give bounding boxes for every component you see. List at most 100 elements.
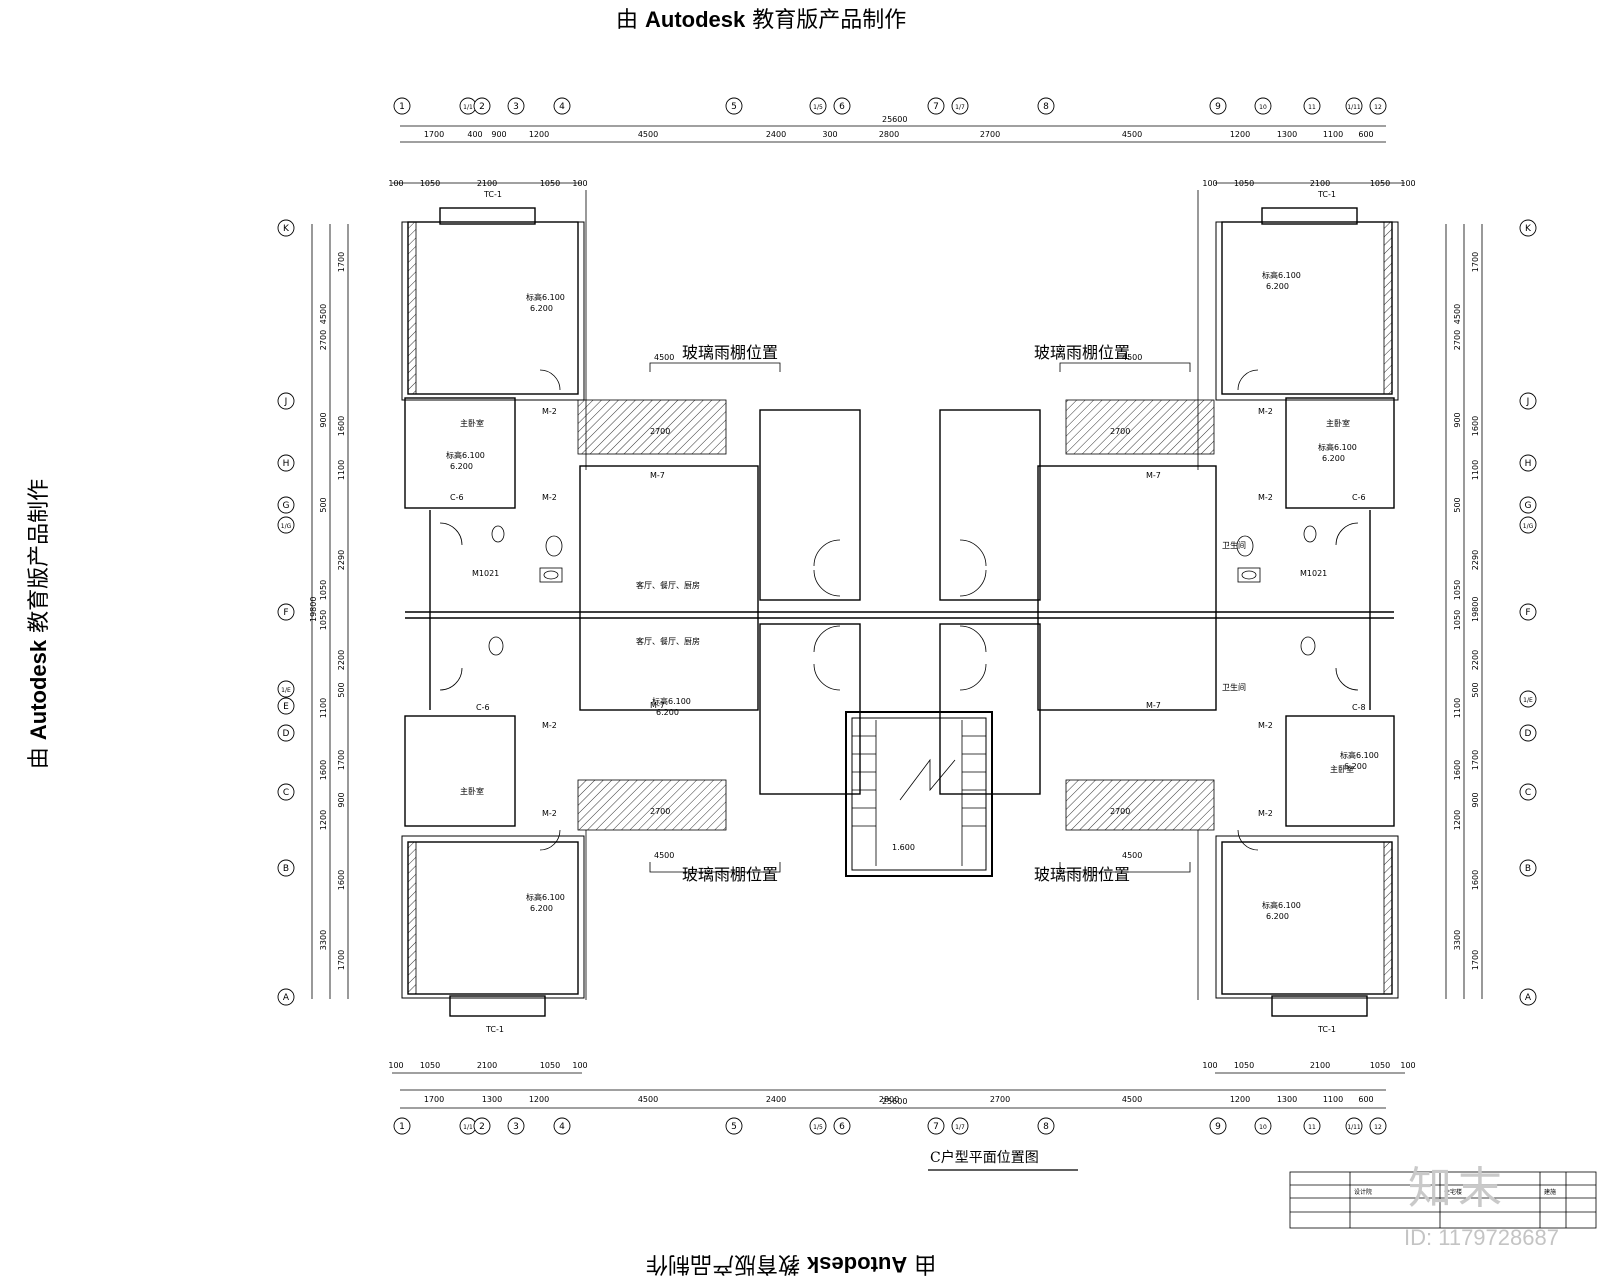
col-axis-bottom-2-circle bbox=[473, 1117, 491, 1135]
col-axis-top-8: 7 bbox=[927, 97, 945, 115]
col-axis-top-9: 1/7 bbox=[951, 97, 969, 115]
left-side-dim-19: 1700 bbox=[337, 950, 346, 970]
bedroom-label-2: 主卧室 bbox=[1326, 418, 1350, 428]
room-height-8: 6.200 bbox=[1344, 762, 1367, 771]
top-dim-4: 4500 bbox=[638, 130, 658, 139]
col-axis-top-10-label: 8 bbox=[1043, 102, 1049, 112]
left-side-dim-13: 1700 bbox=[337, 750, 346, 770]
row-axis-left-6-label: 1/E bbox=[281, 687, 291, 694]
win-dim-bl-1: 1050 bbox=[420, 1061, 440, 1070]
tag-m2-2: M-2 bbox=[1258, 407, 1273, 416]
col-axis-top-12-label: 10 bbox=[1259, 104, 1267, 111]
tag-m1021-2: M1021 bbox=[1300, 569, 1327, 578]
bottom-dim-7: 4500 bbox=[1122, 1095, 1142, 1104]
plan-small-labels: 4500 4500 4500 4500 2700 2700 2700 2700 … bbox=[446, 190, 1379, 1034]
tag-c6-3: C-6 bbox=[476, 703, 490, 712]
win-dim-br-2: 2100 bbox=[1310, 1061, 1330, 1070]
row-axis-left-2-label: H bbox=[283, 459, 290, 469]
room-elev-5: 标高6.100 bbox=[446, 450, 485, 460]
tag-m2-1: M-2 bbox=[542, 407, 557, 416]
left-side-dim-15: 900 bbox=[337, 792, 346, 807]
row-axis-left-9-circle bbox=[277, 783, 295, 801]
row-axis-right-3: G bbox=[1519, 496, 1537, 514]
row-axis-left-0-circle bbox=[277, 219, 295, 237]
top-dim-12: 1100 bbox=[1323, 130, 1343, 139]
room-elev-7: 标高6.100 bbox=[652, 696, 691, 706]
col-axis-bottom-3-circle bbox=[507, 1117, 525, 1135]
col-axis-bottom-12-circle bbox=[1254, 1117, 1272, 1135]
room-height-3: 6.200 bbox=[530, 904, 553, 913]
canopy-dim-br: 4500 bbox=[1122, 851, 1142, 860]
col-axis-bottom-5: 5 bbox=[725, 1117, 743, 1135]
top-dim-1: 400 bbox=[467, 130, 482, 139]
col-axis-bottom-11-circle bbox=[1209, 1117, 1227, 1135]
right-side-dim-0: 4500 bbox=[1453, 304, 1462, 324]
col-axis-top-3: 3 bbox=[507, 97, 525, 115]
win-dim-tl-3: 1050 bbox=[540, 179, 560, 188]
col-axis-bottom-11: 9 bbox=[1209, 1117, 1227, 1135]
col-axis-bottom-0-label: 1 bbox=[399, 1122, 405, 1132]
row-axis-left-1-label: J bbox=[284, 397, 288, 407]
tag-m7-2: M-7 bbox=[1146, 471, 1161, 480]
left-side-dim-11: 500 bbox=[337, 682, 346, 697]
row-axis-right-10-label: A bbox=[1525, 993, 1532, 1003]
row-axis-right-7: D bbox=[1519, 724, 1537, 742]
col-axis-bottom-8-circle bbox=[927, 1117, 945, 1135]
col-axis-top-1-label: 1/1 bbox=[463, 104, 473, 111]
row-axis-left-1-circle bbox=[277, 392, 295, 410]
living-label-1: 客厅、餐厅、厨房 bbox=[636, 580, 700, 590]
row-axis-left-1: J bbox=[277, 392, 295, 410]
row-axis-right-0: K bbox=[1519, 219, 1537, 237]
row-axis-right-0-circle bbox=[1519, 219, 1537, 237]
col-axis-bottom-14-circle bbox=[1345, 1117, 1363, 1135]
col-axis-top-15: 12 bbox=[1369, 97, 1387, 115]
room-elev-1: 标高6.100 bbox=[526, 292, 565, 302]
right-side-dim-12: 1100 bbox=[1453, 698, 1462, 718]
living-label-2: 客厅、餐厅、厨房 bbox=[636, 636, 700, 646]
col-axis-top-2: 2 bbox=[473, 97, 491, 115]
col-axis-bottom-13-circle bbox=[1303, 1117, 1321, 1135]
row-axis-right-3-label: G bbox=[1525, 501, 1532, 511]
canopy-sub-dim-br: 2700 bbox=[1110, 807, 1130, 816]
row-axis-left-7: E bbox=[277, 697, 295, 715]
row-axis-left-10-circle bbox=[277, 859, 295, 877]
left-side-dim-7: 2290 bbox=[337, 550, 346, 570]
col-axis-bottom-10-label: 8 bbox=[1043, 1122, 1049, 1132]
bottom-dim-2: 1200 bbox=[529, 1095, 549, 1104]
axis-bubbles: 111/11/1223344551/51/566771/71/788991010… bbox=[277, 97, 1537, 1135]
canopy-dim-bl: 4500 bbox=[654, 851, 674, 860]
top-dim-2: 900 bbox=[491, 130, 506, 139]
tag-m7-3: M-7 bbox=[650, 701, 665, 710]
win-dim-tl-0: 100 bbox=[388, 179, 403, 188]
win-dim-bl-2: 2100 bbox=[477, 1061, 497, 1070]
top-dim-13: 600 bbox=[1358, 130, 1373, 139]
col-axis-bottom-8: 7 bbox=[927, 1117, 945, 1135]
top-dim-5: 2400 bbox=[766, 130, 786, 139]
left-side-dim-1: 1700 bbox=[337, 252, 346, 272]
row-axis-right-8-circle bbox=[1519, 783, 1537, 801]
win-dim-tl-4: 100 bbox=[572, 179, 587, 188]
col-axis-bottom-7: 6 bbox=[833, 1117, 851, 1135]
tag-m7-1: M-7 bbox=[650, 471, 665, 480]
tag-tc1-br: TC-1 bbox=[1317, 1025, 1336, 1034]
title-block-company: 设计院 bbox=[1354, 1188, 1372, 1196]
right-side-dim-7: 2290 bbox=[1471, 550, 1480, 570]
autodesk-stamp-bottom: 由 Autodesk 教育版产品制作 bbox=[646, 1251, 937, 1277]
tag-m1021-1: M1021 bbox=[472, 569, 499, 578]
left-side-dim-2: 2700 bbox=[319, 330, 328, 350]
row-axis-right-7-label: D bbox=[1525, 729, 1532, 739]
col-axis-top-13: 11 bbox=[1303, 97, 1321, 115]
row-axis-right-1: J bbox=[1519, 392, 1537, 410]
right-side-dim-3: 1600 bbox=[1471, 416, 1480, 436]
win-dim-br-4: 100 bbox=[1400, 1061, 1415, 1070]
left-side-dim-12: 1100 bbox=[319, 698, 328, 718]
col-axis-top-11-circle bbox=[1209, 97, 1227, 115]
row-axis-right-8-label: C bbox=[1525, 788, 1531, 798]
building-walls bbox=[401, 207, 1399, 1017]
row-axis-right-7-circle bbox=[1519, 724, 1537, 742]
total-width-top: 25600 bbox=[882, 115, 907, 124]
row-axis-left-4: 1/G bbox=[277, 516, 295, 534]
stair-elevation: 1.600 bbox=[892, 843, 915, 852]
right-side-dim-2: 2700 bbox=[1453, 330, 1462, 350]
col-axis-bottom-9-circle bbox=[951, 1117, 969, 1135]
